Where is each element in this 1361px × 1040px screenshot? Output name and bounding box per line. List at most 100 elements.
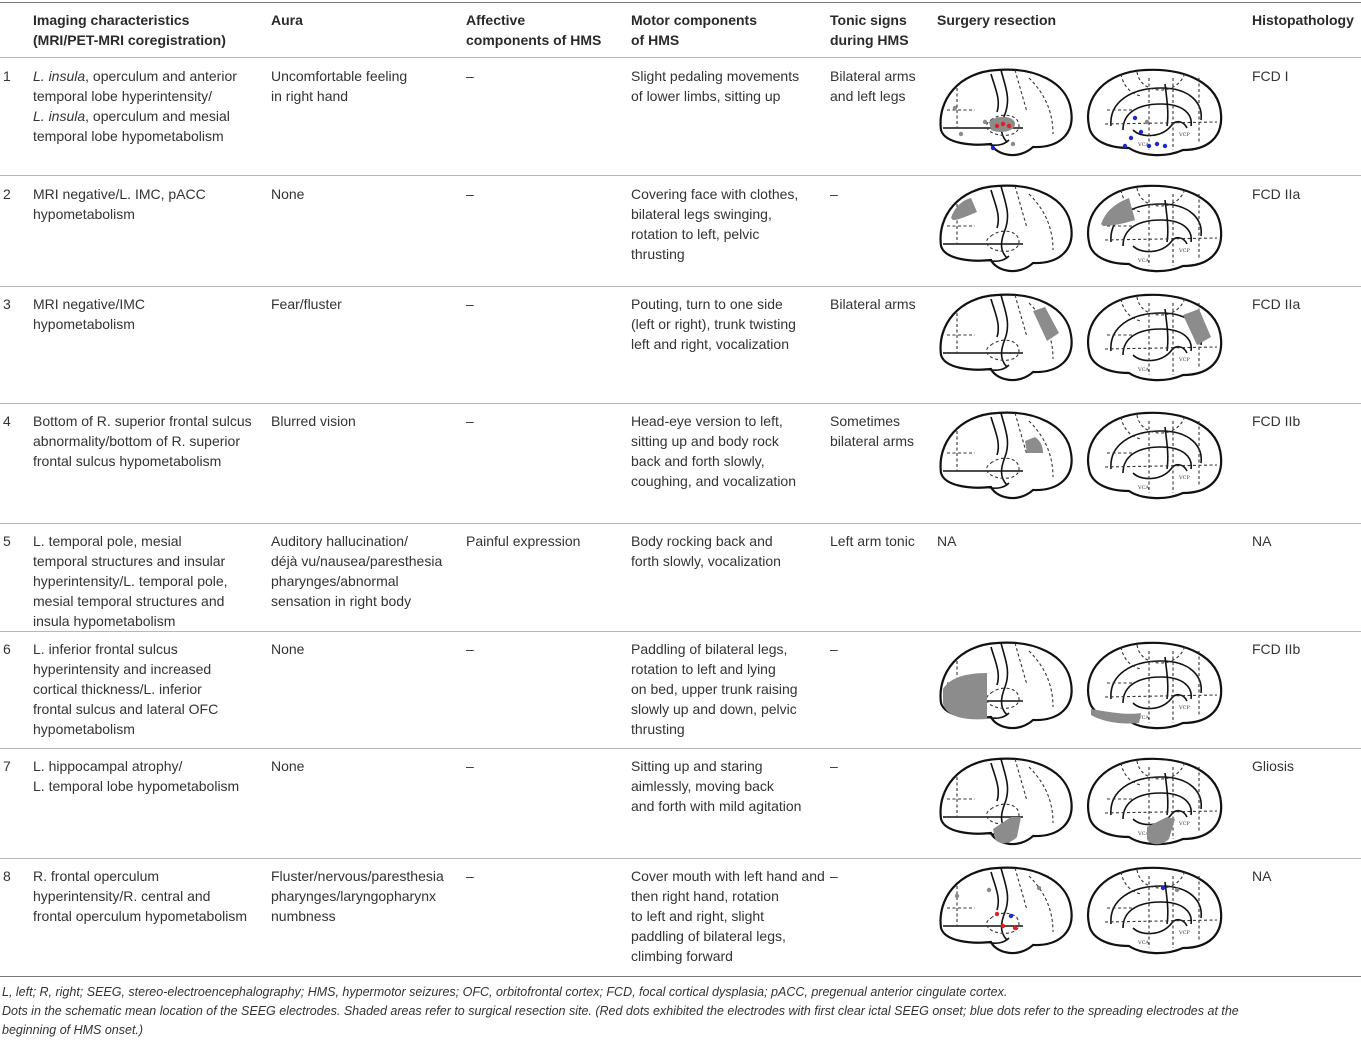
row-number: 4 [3,413,11,429]
aura-cell: Auditory hallucination/ déjà vu/nausea/p… [271,533,443,609]
resection-shade [1033,307,1059,341]
header-imaging: Imaging characteristics (MRI/PET-MRI cor… [33,12,226,48]
electrode-dot [1160,885,1166,891]
motor-cell: Sitting up and staring aimlessly, moving… [631,758,802,814]
tonic-cell: Bilateral arms and left legs [830,68,916,104]
histopathology-cell: FCD IIa [1252,296,1301,312]
surgery-cell: NA [937,533,957,549]
histopathology-cell: FCD IIb [1252,413,1301,429]
electrode-dot [1036,885,1042,891]
vca-label: VCA [1137,715,1149,721]
electrode-dot [1010,141,1016,147]
table-bottom-rule [0,976,1361,977]
vca-label: VCA [1137,485,1149,491]
electrode-dot [1000,923,1006,929]
resection-shade [1183,309,1211,345]
resection-shade [1101,198,1135,226]
electrode-dot [1122,143,1128,149]
histopathology-cell: FCD I [1252,68,1289,84]
vcp-label: VCP [1178,821,1190,827]
electrode-dot [982,119,988,125]
electrode-dot [1138,129,1144,135]
aura-cell: Fear/fluster [271,296,342,312]
vca-label: VCA [1137,367,1149,373]
histopathology-cell: FCD IIa [1252,186,1301,202]
histopathology-cell: Gliosis [1252,758,1295,774]
header-histopathology: Histopathology [1252,12,1354,28]
electrode-dot [1174,887,1180,893]
resection-shade [951,198,977,220]
electrode-dot [1000,121,1006,127]
resection-shade [993,817,1021,844]
row-number: 3 [3,296,11,312]
aura-cell: Blurred vision [271,413,356,429]
lateral-brain-view [939,411,1073,500]
affective-cell: – [466,758,474,774]
electrode-dot [1144,119,1150,125]
vca-label: VCA [1137,142,1149,148]
row-divider [0,403,1361,404]
tonic-cell: Sometimes bilateral arms [830,413,915,449]
row-divider [0,858,1361,859]
resection-shade [943,673,987,720]
aura-cell: None [271,186,305,202]
row-divider [0,523,1361,524]
motor-cell: Body rocking back and forth slowly, voca… [631,533,781,569]
aura-cell: None [271,758,305,774]
tonic-cell: – [830,186,838,202]
affective-cell: – [466,868,474,884]
medial-brain-view: VCA VCP [1086,68,1223,157]
lateral-brain-view [939,866,1073,955]
electrode-dot [1012,925,1018,931]
brain-schematic: VCA VCP [939,757,1223,846]
electrode-dot [1162,143,1168,149]
tonic-cell: Bilateral arms [830,296,916,312]
electrode-dot [986,887,992,893]
medial-brain-view: VCA VCP [1086,411,1223,500]
row-divider [0,175,1361,176]
aura-cell: Fluster/nervous/paresthesia pharynges/la… [271,868,444,924]
imaging-cell: L. hippocampal atrophy/L. temporal lobe … [33,758,240,794]
vcp-label: VCP [1178,248,1190,254]
row-number: 7 [3,758,11,774]
electrode-dot [1146,143,1152,149]
vca-label: VCA [1137,831,1149,837]
row-number: 1 [3,68,11,84]
affective-cell: – [466,641,474,657]
vcp-label: VCP [1178,132,1190,138]
tonic-cell: Left arm tonic [830,533,915,549]
aura-cell: Uncomfortable feeling in right hand [271,68,408,104]
electrode-dot [952,105,958,111]
affective-cell: – [466,68,474,84]
affective-cell: – [466,413,474,429]
header-aura: Aura [271,12,303,28]
header-surgery: Surgery resection [937,12,1057,28]
row-number: 2 [3,186,11,202]
lateral-brain-view [939,757,1073,846]
tonic-cell: – [830,868,838,884]
histopathology-cell: FCD IIb [1252,641,1301,657]
affective-cell: – [466,186,474,202]
header-rule [0,57,1361,58]
tonic-cell: – [830,758,838,774]
resection-shade [1147,817,1175,845]
resection-shade [1025,437,1043,453]
vcp-label: VCP [1178,475,1190,481]
motor-cell: Covering face with clothes, bilateral le… [631,186,799,262]
affective-cell: Painful expression [466,533,581,549]
motor-cell: Slight pedaling movements of lower limbs… [631,68,800,104]
electrode-dot [958,131,964,137]
header-motor: Motor components of HMS [631,12,757,48]
